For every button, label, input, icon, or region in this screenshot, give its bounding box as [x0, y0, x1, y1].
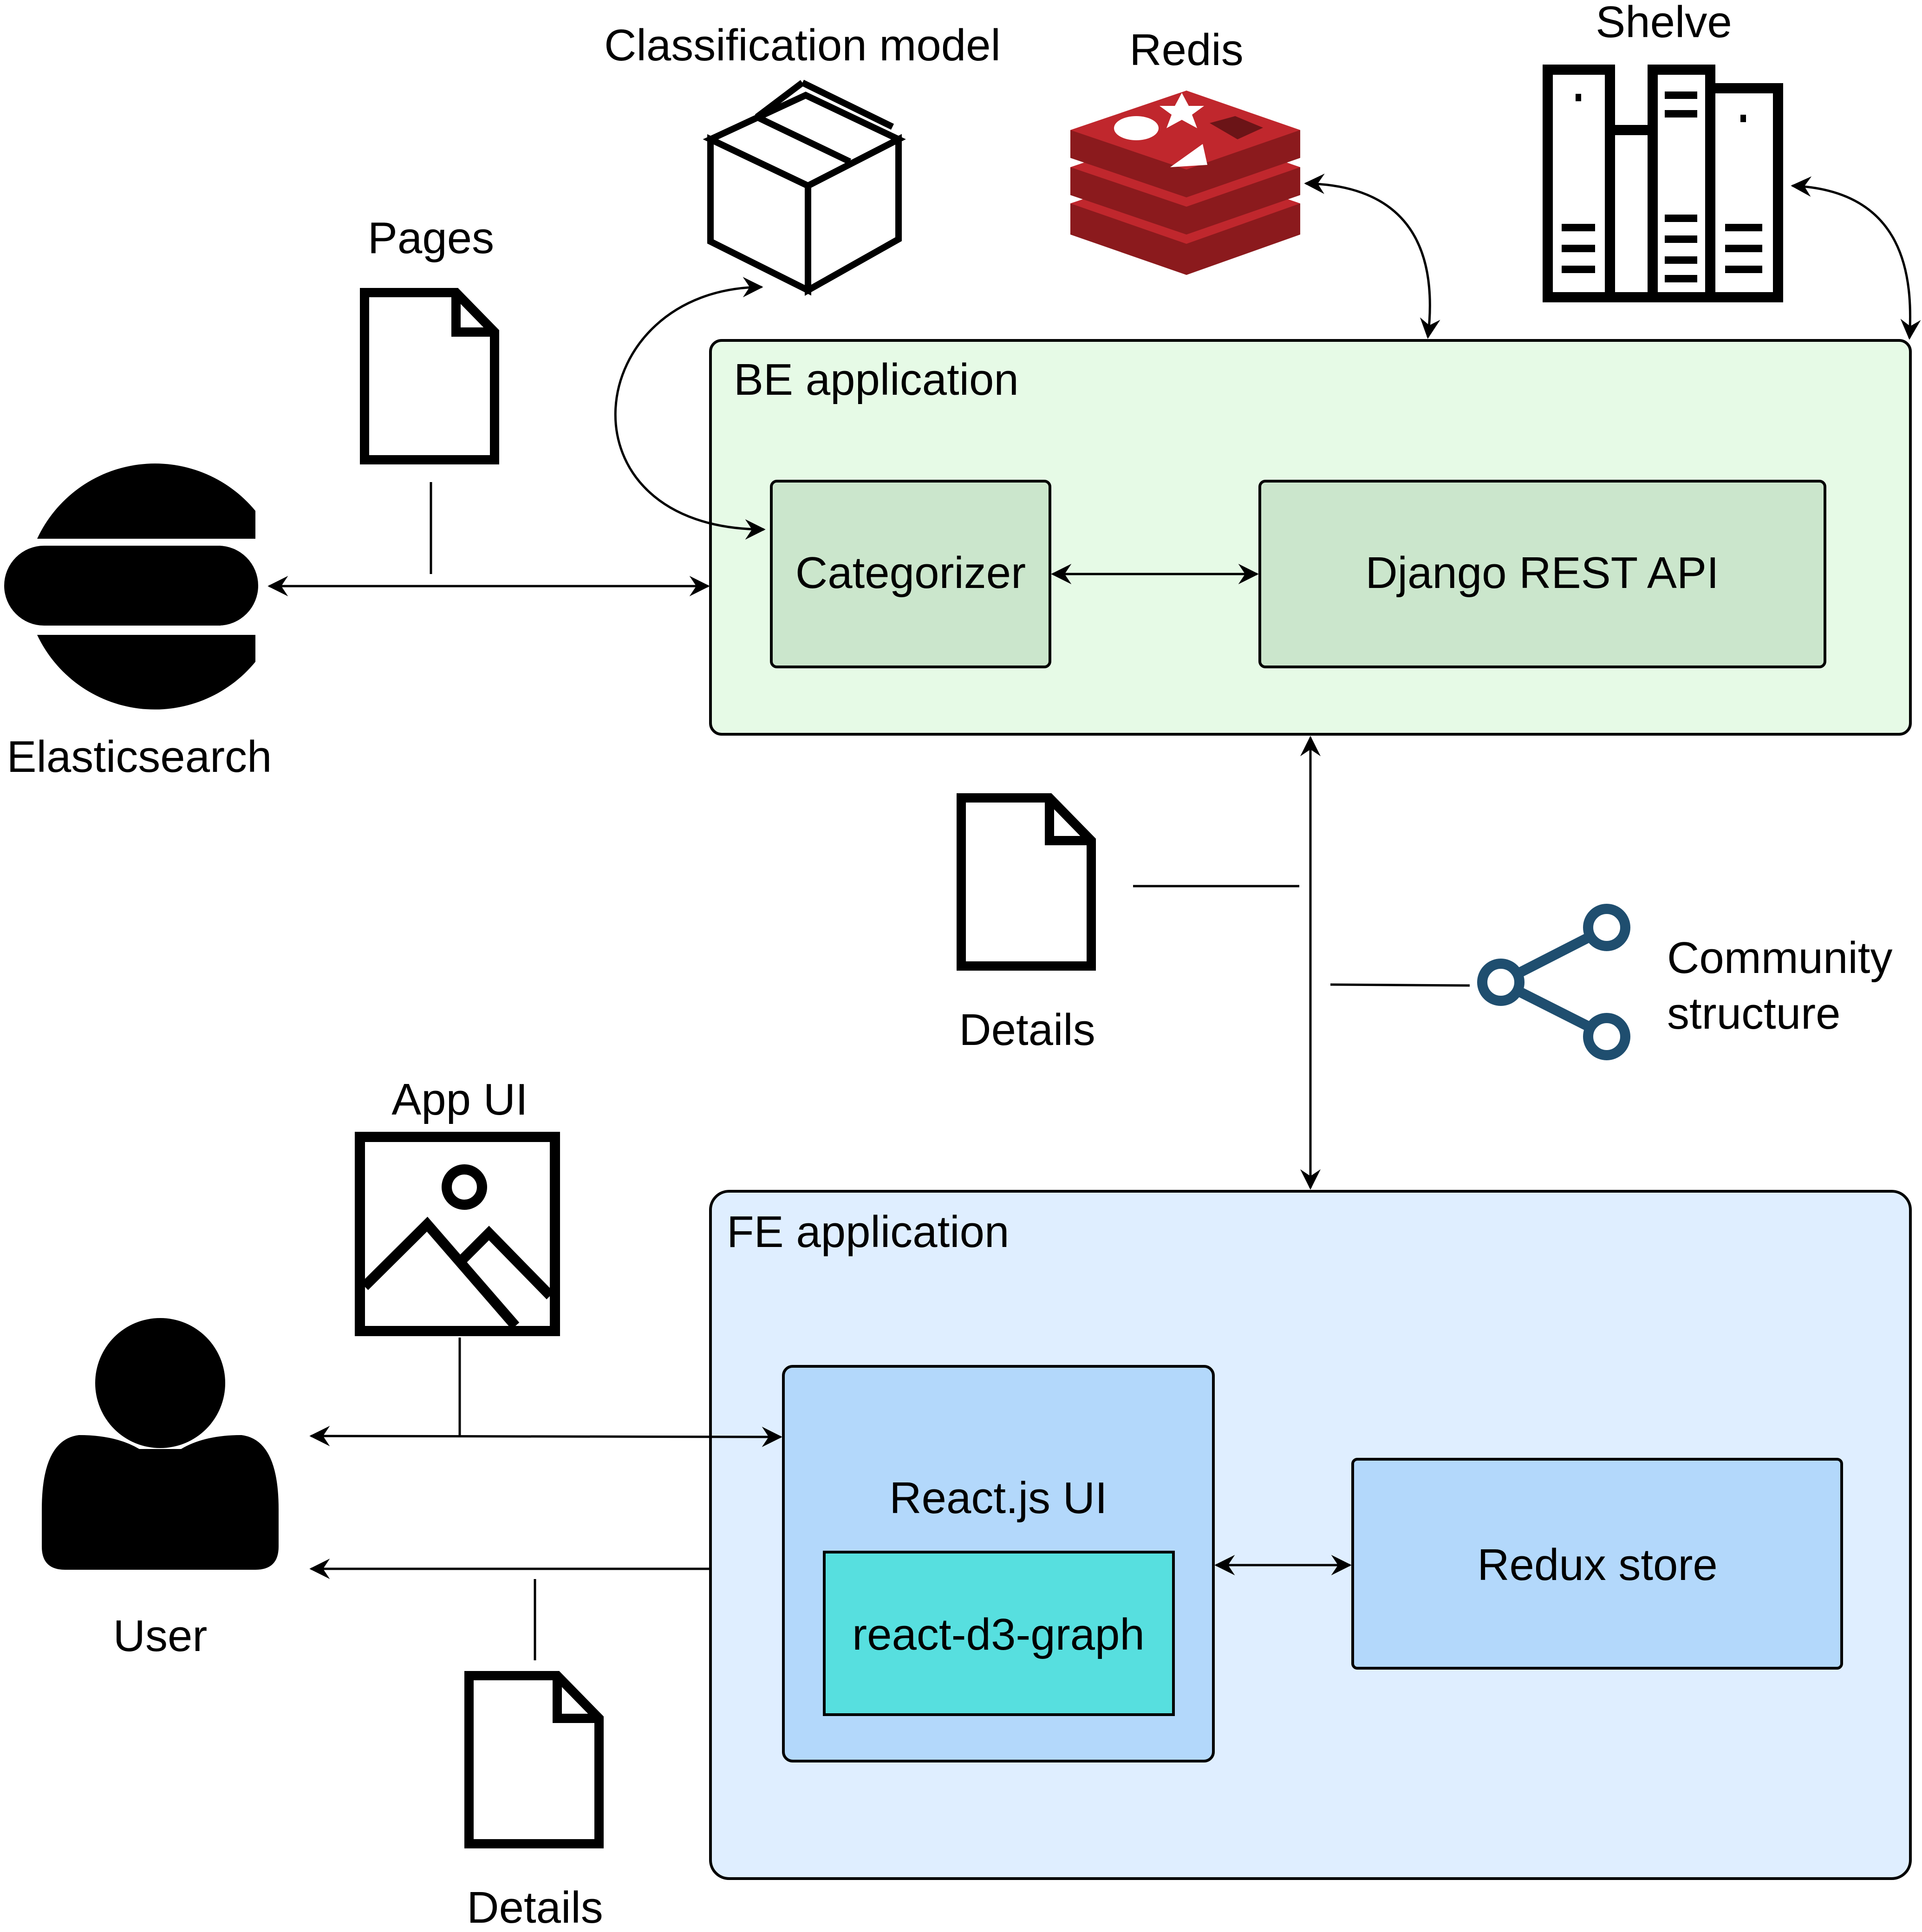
share-network-icon [1477, 904, 1630, 1060]
app-ui-label: App UI [391, 1075, 528, 1124]
image-icon [355, 1132, 560, 1336]
shelve-be-connector [1791, 176, 1921, 340]
document-icon [360, 288, 499, 464]
community-structure: Community structure [1477, 904, 1892, 1060]
classification-model: Classification model [604, 20, 1001, 296]
details-middle-label: Details [959, 1005, 1095, 1055]
react-ui-box: React.js UI react-d3-graph [782, 1365, 1215, 1762]
elasticsearch-logo-icon [4, 463, 258, 710]
elasticsearch-label: Elasticsearch [7, 732, 272, 782]
bookshelf-icon [1543, 65, 1783, 302]
fe-application-title: FE application [727, 1207, 1009, 1257]
react-d3-graph-label: react-d3-graph [852, 1610, 1145, 1659]
redux-store-box: Redux store [1351, 1458, 1843, 1670]
user-react-connector [309, 1426, 782, 1447]
fe-application-container: FE application React.js UI react-d3-grap… [709, 1190, 1912, 1880]
be-application-container: BE application Categorizer Django REST A… [709, 339, 1912, 736]
details-middle: Details [957, 793, 1096, 1055]
user: User [42, 1318, 279, 1661]
classification-model-label: Classification model [604, 20, 1001, 70]
community-stub [1330, 983, 1470, 987]
redux-store-label: Redux store [1477, 1540, 1718, 1590]
categorizer-label: Categorizer [795, 548, 1026, 598]
community-label-line1: Community [1667, 933, 1892, 983]
community-label-line2: structure [1667, 989, 1840, 1038]
react-d3-graph-box: react-d3-graph [823, 1551, 1175, 1716]
shelve-label: Shelve [1596, 0, 1732, 47]
redis: Redis [1070, 25, 1300, 275]
redis-label: Redis [1129, 25, 1243, 75]
document-icon [464, 1671, 604, 1848]
details-bottom-label: Details [467, 1883, 603, 1932]
shelve: Shelve [1543, 0, 1783, 302]
box-icon [703, 79, 906, 296]
pages: Pages [360, 213, 499, 464]
react-ui-label: React.js UI [889, 1473, 1107, 1523]
categorizer-box: Categorizer [770, 480, 1051, 668]
details-bottom: Details [464, 1671, 604, 1932]
redis-be-connector [1304, 173, 1440, 339]
pages-label: Pages [368, 213, 494, 263]
model-categorizer-connector [614, 277, 766, 540]
app-ui: App UI [355, 1075, 560, 1336]
user-label: User [113, 1611, 208, 1661]
user-icon [42, 1318, 279, 1570]
django-api-label: Django REST API [1365, 548, 1719, 598]
django-api-box: Django REST API [1258, 480, 1826, 668]
elasticsearch: Elasticsearch [4, 463, 272, 782]
redis-logo-icon [1070, 91, 1300, 275]
connectors [267, 173, 1921, 1660]
document-icon [957, 793, 1096, 971]
be-application-title: BE application [734, 355, 1019, 405]
